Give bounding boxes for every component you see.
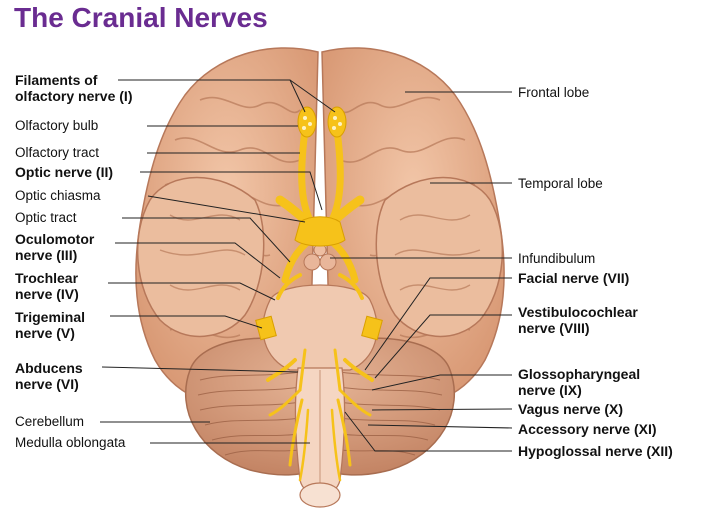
cranial-nerves (266, 126, 374, 482)
label-olfactory-bulb: Olfactory bulb (15, 118, 99, 133)
label-trigeminal-line1: Trigeminal (15, 309, 86, 325)
trigeminal-nerve-left (255, 315, 277, 341)
label-glossopharyngeal-line1: Glossopharyngeal (518, 366, 641, 382)
label-oculomotor-line2: nerve (III) (15, 247, 78, 263)
temporal-lobe-left (136, 176, 265, 338)
label-frontal-lobe: Frontal lobe (518, 85, 590, 100)
label-temporal-lobe: Temporal lobe (518, 176, 603, 191)
spinal-cord-section (299, 482, 341, 508)
label-vestibulocochlear-line2: nerve (VIII) (518, 320, 590, 336)
label-abducens-line2: nerve (VI) (15, 376, 79, 392)
trigeminal-nerve-right (361, 315, 383, 341)
label-trigeminal-nerve: Trigeminal nerve (V) (15, 309, 85, 341)
label-trochlear-line2: nerve (IV) (15, 286, 79, 302)
label-olfactory-filaments: Filaments of olfactory nerve (I) (15, 72, 132, 104)
label-olfactory-tract: Olfactory tract (15, 145, 100, 160)
label-abducens-line1: Abducens (15, 360, 83, 376)
label-glossopharyngeal-nerve: Glossopharyngeal nerve (IX) (518, 366, 640, 398)
label-oculomotor-nerve: Oculomotor nerve (III) (15, 231, 94, 263)
label-optic-tract: Optic tract (15, 210, 77, 225)
label-vestibulocochlear-nerve: Vestibulocochlear nerve (VIII) (518, 304, 638, 336)
label-olfactory-filaments-line2: olfactory nerve (I) (15, 88, 133, 104)
label-olfactory-filaments-line1: Filaments of (15, 72, 98, 88)
label-glossopharyngeal-line2: nerve (IX) (518, 382, 582, 398)
olfactory-bulb-right (327, 106, 347, 138)
optic-chiasma (294, 216, 346, 247)
label-trochlear-nerve: Trochlear nerve (IV) (15, 270, 79, 302)
label-infundibulum: Infundibulum (518, 251, 596, 266)
leader-lines (100, 79, 513, 452)
label-medulla-oblongata: Medulla oblongata (15, 435, 126, 450)
label-facial-nerve: Facial nerve (VII) (518, 270, 630, 286)
label-vagus-nerve: Vagus nerve (X) (518, 401, 624, 417)
label-trigeminal-line2: nerve (V) (15, 325, 75, 341)
olfactory-bulb-left (297, 106, 317, 138)
label-trochlear-line1: Trochlear (15, 270, 79, 286)
label-accessory-nerve: Accessory nerve (XI) (518, 421, 657, 437)
page-title: The Cranial Nerves (14, 2, 268, 33)
label-optic-chiasma: Optic chiasma (15, 188, 101, 203)
label-cerebellum: Cerebellum (15, 414, 85, 429)
label-vestibulocochlear-line1: Vestibulocochlear (518, 304, 638, 320)
label-abducens-nerve: Abducens nerve (VI) (15, 360, 83, 392)
label-oculomotor-line1: Oculomotor (15, 231, 95, 247)
label-hypoglossal-nerve: Hypoglossal nerve (XII) (518, 443, 673, 459)
label-optic-nerve: Optic nerve (II) (15, 164, 114, 180)
temporal-lobe-right (375, 176, 504, 338)
